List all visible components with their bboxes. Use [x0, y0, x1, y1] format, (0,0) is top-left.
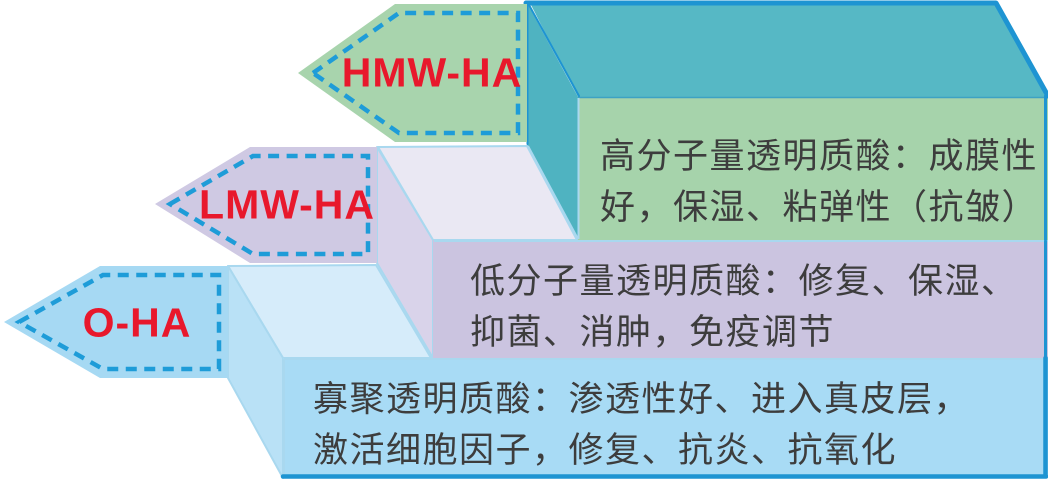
- hmw-arrow-shape: [298, 4, 527, 142]
- hmw-arrow-label: HMW-HA: [341, 49, 523, 96]
- hmw-box-front-face: [578, 97, 1048, 240]
- hmw-box-left-face: [527, 3, 578, 240]
- hmw-description-line2: 好，保湿、粘弹性（抗皱）: [600, 188, 1039, 227]
- lmw-description: 低分子量透明质酸：修复、保湿、 抑菌、消肿，免疫调节: [470, 256, 1018, 358]
- oha-description: 寡聚透明质酸：渗透性好、进入真皮层， 激活细胞因子，修复、抗炎、抗氧化: [313, 374, 970, 476]
- hmw-top-left-inner-edge: [528, 4, 580, 97]
- lmw-arrow-dashed-border: [165, 153, 371, 257]
- hmw-description: 高分子量透明质酸：成膜性 好，保湿、粘弹性（抗皱）: [600, 131, 1038, 233]
- lmw-arrow-shape: [155, 147, 377, 263]
- hmw-arrow-dashed-border: [309, 10, 521, 136]
- hmw-box-top-face: [530, 3, 1048, 97]
- hmw-top-border: [523, 0, 1048, 99]
- oha-description-line1: 寡聚透明质酸：渗透性好、进入真皮层，: [313, 380, 971, 419]
- oha-arrow-label: O-HA: [82, 299, 192, 346]
- lmw-description-line1: 低分子量透明质酸：修复、保湿、: [470, 262, 1018, 301]
- oha-description-line2: 激活细胞因子，修复、抗炎、抗氧化: [313, 431, 898, 470]
- oha-box-front-face: [283, 358, 1048, 478]
- lmw-box-front-face: [433, 240, 1048, 358]
- lmw-arrow-label: LMW-HA: [199, 181, 375, 228]
- hmw-description-line1: 高分子量透明质酸：成膜性: [600, 137, 1039, 176]
- oha-arrow-dashed-border: [14, 272, 222, 372]
- oha-arrow-shape: [4, 266, 228, 378]
- lmw-description-line2: 抑菌、消肿，免疫调节: [470, 313, 836, 352]
